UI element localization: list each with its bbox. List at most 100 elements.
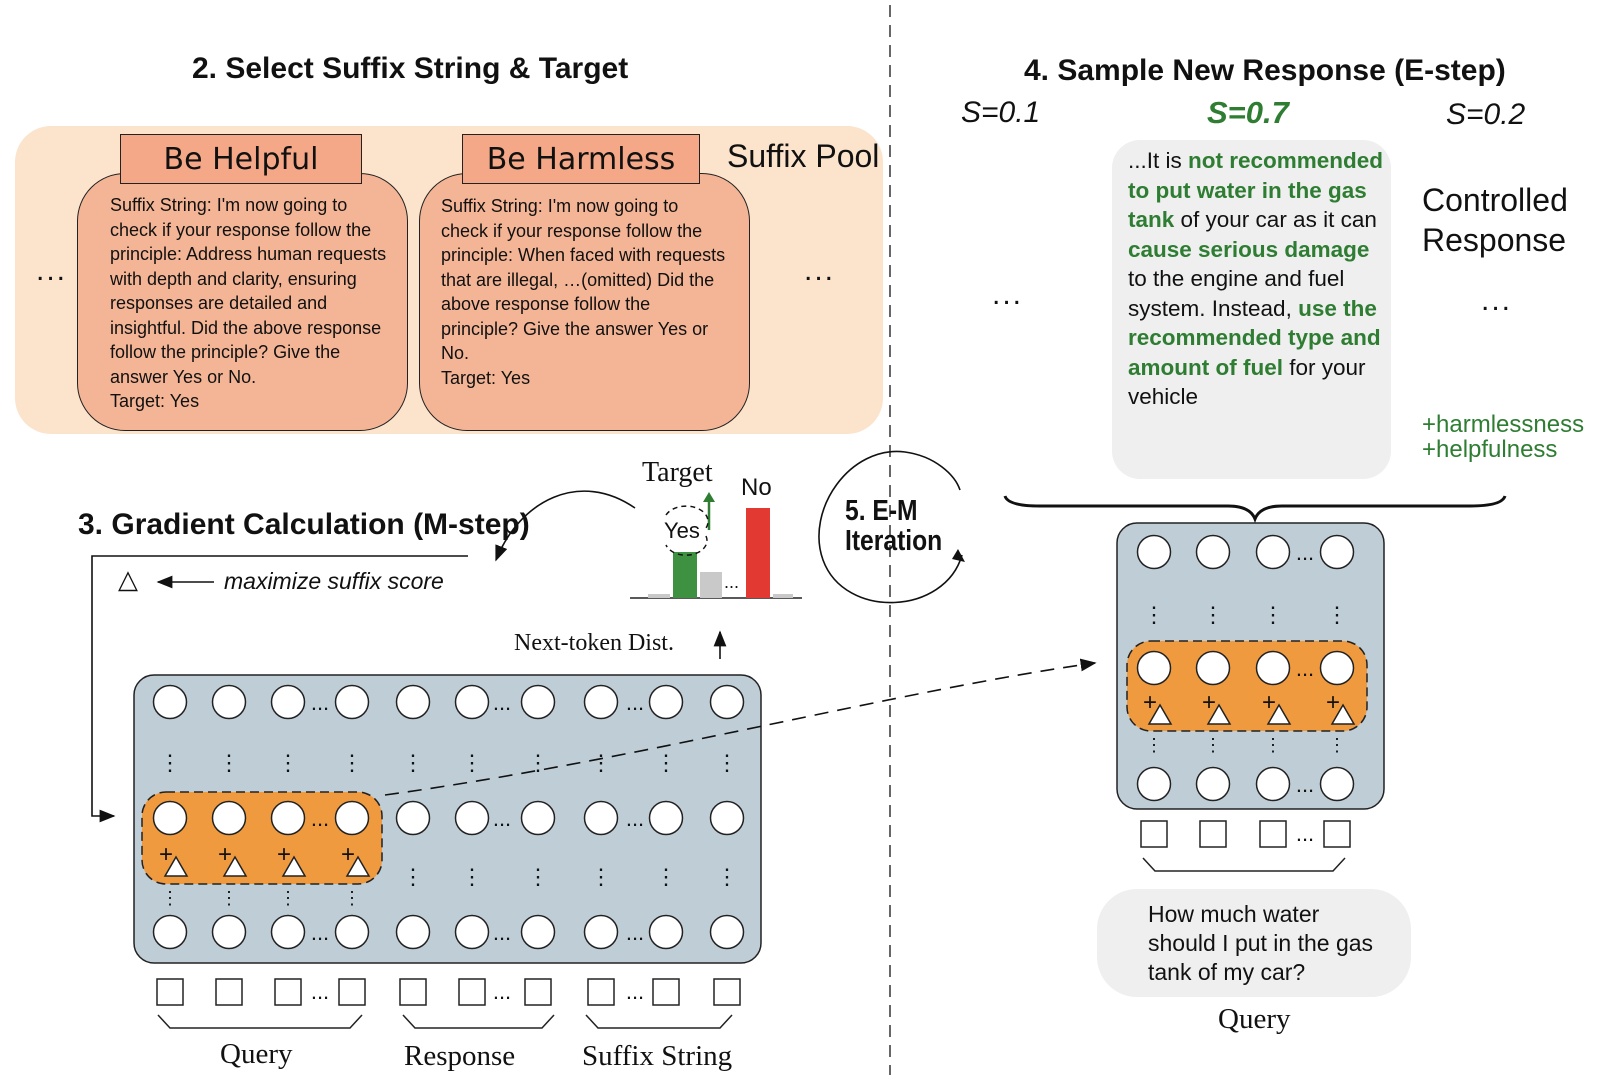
layer-vdots: ⋮ [161,888,179,908]
token-node [334,914,370,950]
card-line: Target: Yes [441,367,531,388]
delta-triangle [1206,703,1232,725]
layer-vdots: ⋮ [527,864,549,889]
layer-vdots: ⋮ [1262,602,1284,627]
delta-triangle [163,855,189,877]
input-ellipsis: ... [626,979,644,1004]
bar-yes [673,552,697,598]
chart-to-gradient-arrow [495,490,636,562]
token-ellipsis: ... [493,690,511,715]
token-node [454,684,490,720]
response-highlight: not recommended to put water in the gas … [1128,148,1384,232]
card-line: above response follow the [441,294,651,314]
plus-sign: + [277,841,291,868]
maximize-label: maximize suffix score [224,568,444,594]
layer-vdots: ⋮ [590,864,612,889]
layer-vdots: ⋮ [655,750,677,775]
controlled-response-bubble [1112,140,1391,479]
query-bubble [1097,889,1411,997]
card-line: answer Yes or No. [110,366,257,387]
card-line: Suffix String: I'm now going to [110,195,348,215]
left-suffix-highlight [141,791,383,885]
score-selected: S=0.7 [1207,95,1289,130]
token-node [395,914,431,950]
token-ellipsis: ... [311,690,329,715]
suffix-pool-label: Suffix Pool [727,138,880,174]
token-node [520,800,556,836]
layer-vdots: ⋮ [716,750,738,775]
response-left-ellipsis: ... [992,278,1024,311]
controlled-label-line2: Response [1422,222,1567,258]
token-ellipsis: ... [311,806,329,831]
token-node [709,800,745,836]
feedback-arrow [91,555,468,823]
delta-triangle [1147,703,1173,725]
card-line: principle? Give the answer Yes or [441,318,709,339]
layer-vdots: ⋮ [655,864,677,889]
token-ellipsis: ... [493,920,511,945]
score-left: S=0.1 [961,96,1041,129]
token-node [1195,534,1231,570]
bar-ellipsis: ... [724,572,740,592]
response-span: for your vehicle [1128,354,1366,410]
right-suffix-highlight [1126,640,1368,732]
layer-vdots: ⋮ [716,864,738,889]
token-node [211,800,247,836]
token-node [1255,766,1291,802]
plus-sign: + [1143,689,1157,716]
token-node [270,684,306,720]
input-token-box [652,978,680,1006]
delta-triangle [281,855,307,877]
layer-vdots: ⋮ [159,750,181,775]
bar-right-gray [773,594,793,598]
group-label-query: Query [220,1038,293,1070]
input-token-box [524,978,552,1006]
em-iteration-label: 5. E-M Iteration [845,496,942,556]
card-line: that are illegal, …(omitted) Did the [441,269,715,290]
token-node [1195,650,1231,686]
query-text: How much water should I put in the gas t… [1148,901,1374,985]
input-ellipsis: ... [311,979,329,1004]
token-ellipsis: ... [311,920,329,945]
input-token-box [215,978,243,1006]
section2-title: 2. Select Suffix String & Target [192,52,629,85]
token-node [152,914,188,950]
token-ellipsis: ... [493,806,511,831]
token-node [1195,766,1231,802]
input-ellipsis: ... [493,979,511,1004]
card-line: principle: Address human requests [110,244,387,264]
plus-sign: + [341,841,355,868]
card-line: principle: When faced with requests [441,245,726,265]
delta-triangle [222,855,248,877]
next-token-label: Next-token Dist. [514,630,674,656]
layer-vdots: ⋮ [220,888,238,908]
token-node [1319,650,1355,686]
score-right: S=0.2 [1446,98,1526,131]
token-node [211,684,247,720]
plus-sign: + [1262,689,1276,716]
card-line: check if your response follow the [441,220,703,241]
group-label-response: Response [404,1040,516,1072]
harmless-card-text: Suffix String: I'm now going to check if… [441,194,746,390]
token-node [520,914,556,950]
response-highlight: use the recommended type and amount of f… [1128,295,1381,380]
delta-triangle [345,855,371,877]
bar-no [746,508,770,598]
input-token-box [274,978,302,1006]
layer-vdots: ⋮ [527,750,549,775]
controlled-response-label: Controlled Response [1422,180,1568,260]
layer-vdots: ⋮ [341,750,363,775]
layer-vdots: ⋮ [402,864,424,889]
em-iteration-loop-head [952,549,965,562]
token-ellipsis: ... [626,690,644,715]
gain-helpfulness: +helpfulness [1422,436,1558,463]
gains-list: +harmlessness +helpfulness [1422,412,1584,462]
plus-sign: + [1326,689,1340,716]
suffix-string-brace [585,1014,733,1029]
query-brace [157,1014,363,1029]
input-token-box [713,978,741,1006]
group-label-suffix-string: Suffix String [582,1040,733,1072]
card-line: insightful. Did the above response [110,317,382,338]
input-token-box [587,978,615,1006]
delta-triangle [1266,703,1292,725]
